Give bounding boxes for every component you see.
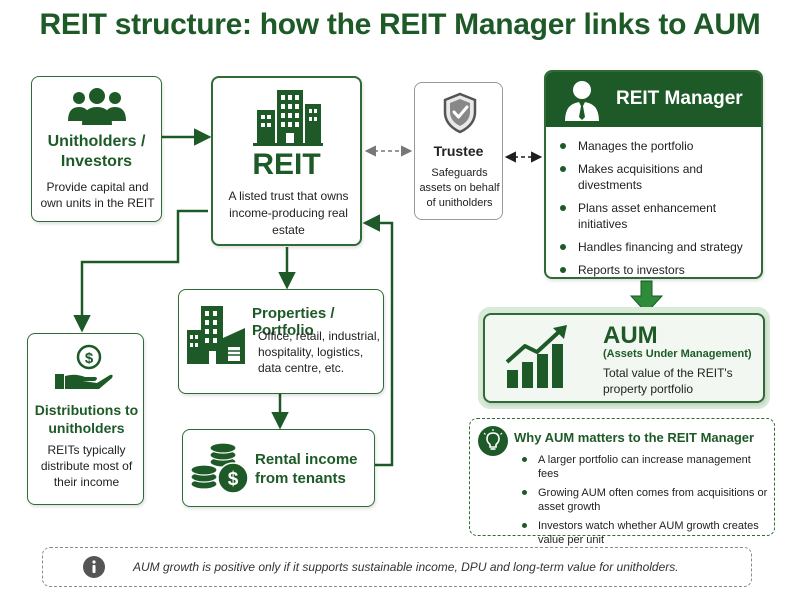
aum-subheading: (Assets Under Management) xyxy=(603,348,752,360)
footer-note-box: AUM growth is positive only if it suppor… xyxy=(42,547,752,587)
shield-check-icon xyxy=(443,92,477,134)
why-aum-list: A larger portfolio can increase manageme… xyxy=(516,453,768,552)
hand-dollar-icon: $ xyxy=(55,344,113,389)
svg-text:$: $ xyxy=(228,469,239,490)
unitholders-heading: Unitholders / Investors xyxy=(47,133,146,170)
reit-description: A listed trust that owns income-producin… xyxy=(228,189,349,237)
reit-manager-heading: REIT Manager xyxy=(616,88,743,109)
coins-dollar-icon: $ xyxy=(190,442,249,494)
list-item: Growing AUM often comes from acquisition… xyxy=(516,486,768,514)
aum-heading: AUM xyxy=(603,322,658,349)
reit-manager-box: REIT Manager Manages the portfolio Makes… xyxy=(544,70,763,279)
list-item: Makes acquisitions and divestments xyxy=(556,161,756,193)
arrow-reit-distributions xyxy=(73,209,208,333)
reit-manager-header: REIT Manager xyxy=(546,72,761,127)
list-item: Plans asset enhancement initiatives xyxy=(556,200,756,232)
building-icon xyxy=(253,90,323,146)
distributions-box: $ Distributions to unitholders REITs typ… xyxy=(27,333,144,505)
aum-description: Total value of the REIT's property portf… xyxy=(603,366,733,396)
footer-note: AUM growth is positive only if it suppor… xyxy=(133,560,679,574)
rental-income-box: $ Rental income from tenants xyxy=(182,429,375,507)
list-item: A larger portfolio can increase manageme… xyxy=(516,453,768,481)
list-item: Handles financing and strategy xyxy=(556,239,756,255)
properties-heading: Properties / Portfolio xyxy=(252,305,335,339)
trustee-heading: Trustee xyxy=(433,143,484,159)
why-aum-heading: Why AUM matters to the REIT Manager xyxy=(514,430,755,445)
distributions-description: REITs typically distribute most of their… xyxy=(40,443,133,489)
reit-heading: REIT xyxy=(252,148,321,181)
arrow-manager-aum xyxy=(629,280,664,314)
people-icon xyxy=(68,88,126,125)
properties-description: Office, retail, industrial, hospitality,… xyxy=(258,329,380,375)
why-aum-matters-box: Why AUM matters to the REIT Manager A la… xyxy=(469,418,775,546)
properties-box: Properties / Portfolio Office, retail, i… xyxy=(178,289,384,394)
page-title: REIT structure: how the REIT Manager lin… xyxy=(39,8,761,41)
trustee-description: Safeguards assets on behalf of unitholde… xyxy=(419,167,500,209)
growth-chart-icon xyxy=(505,325,567,388)
rental-income-heading: Rental income from tenants xyxy=(255,451,358,487)
svg-text:$: $ xyxy=(85,350,94,367)
unitholders-description: Provide capital and own units in the REI… xyxy=(40,180,155,210)
unitholders-box: Unitholders / Investors Provide capital … xyxy=(31,76,162,222)
manager-person-icon xyxy=(565,81,599,121)
info-icon xyxy=(83,556,105,578)
arrow-rental-reit xyxy=(362,214,394,467)
distributions-heading: Distributions to unitholders xyxy=(34,402,139,436)
list-item: Manages the portfolio xyxy=(556,138,756,154)
trustee-box: Trustee Safeguards assets on behalf of u… xyxy=(414,82,503,220)
aum-box: AUM (Assets Under Management) Total valu… xyxy=(483,313,765,403)
buildings-icon xyxy=(187,306,245,364)
lightbulb-icon xyxy=(478,426,508,456)
list-item: Reports to investors xyxy=(556,262,756,277)
list-item: Investors watch whether AUM growth creat… xyxy=(516,519,768,547)
reit-manager-list: Manages the portfolio Makes acquisitions… xyxy=(556,138,756,277)
reit-box: REIT A listed trust that owns income-pro… xyxy=(211,76,362,246)
